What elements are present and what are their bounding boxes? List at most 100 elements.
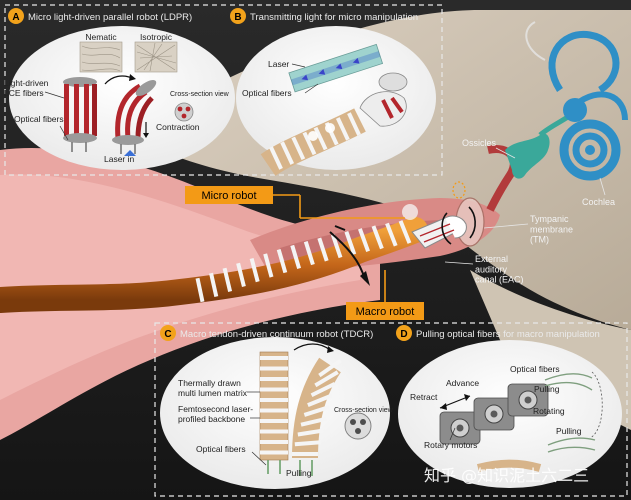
tube-fragment <box>476 459 542 472</box>
panel-b-title: Transmitting light for micro manipulatio… <box>250 12 418 23</box>
tube-band <box>303 241 315 266</box>
tube-band <box>260 450 288 455</box>
tip-rotation-arrow-2 <box>468 206 476 239</box>
panel-b-badge-text: B <box>234 12 241 23</box>
panel-d-badge <box>396 325 412 341</box>
panel-a-title: Micro light-driven parallel robot (LDPR) <box>28 12 192 23</box>
panel-c-badge-text: C <box>164 329 171 340</box>
rotating-label: Rotating <box>533 406 565 416</box>
panel-d: D Pulling optical fibers for macro manip… <box>396 325 622 488</box>
retract-label: Retract <box>410 392 438 402</box>
tube-band <box>294 440 321 447</box>
panel-b: B Transmitting light for micro manipulat… <box>230 8 436 176</box>
tube-band <box>276 249 288 274</box>
tube-band <box>303 405 330 417</box>
rotation-arrow-tail <box>334 225 346 231</box>
tube-band <box>269 146 283 170</box>
tube-band <box>385 222 398 247</box>
motor-hub <box>524 396 532 404</box>
panel-a-badge-text: A <box>12 12 19 23</box>
watermark: 知乎 @知识泥土六二三 <box>424 466 589 485</box>
tube-band <box>249 257 260 283</box>
c-optical-fibers-label: Optical fibers <box>196 444 246 454</box>
tube-band <box>313 126 328 151</box>
tube-band <box>310 381 336 398</box>
tube-band <box>344 231 357 255</box>
panel-d-title: Pulling optical fibers for macro manipul… <box>416 329 600 340</box>
tube-band <box>260 398 288 402</box>
tube-band <box>260 440 288 444</box>
cochlea-label: Cochlea <box>582 197 615 207</box>
d-pulling-label-2: Pulling <box>556 426 582 436</box>
b-optical-fibers-label: Optical fibers <box>242 88 292 98</box>
tube-band <box>280 141 295 165</box>
panel-c: C Macro tendon-driven continuum robot (T… <box>160 325 394 489</box>
motor-hub <box>456 424 464 432</box>
panel-a: A Micro light-driven parallel robot (LDP… <box>4 8 235 170</box>
rotary-motors-label: Rotary motors <box>424 440 477 450</box>
tip-rotation-arrow <box>441 212 452 245</box>
tube-band <box>260 429 288 434</box>
tube-band <box>222 267 233 292</box>
panel-a-badge <box>8 8 24 24</box>
inner-ear <box>525 21 628 181</box>
panel-c-title: Macro tendon-driven continuum robot (TDC… <box>180 329 373 340</box>
tube-band <box>236 262 246 288</box>
tube-band <box>318 358 342 378</box>
tube-band <box>358 228 370 253</box>
ossicles-shape <box>505 133 550 179</box>
d-pulling-label-1: Pulling <box>534 384 560 394</box>
c-cross-section-label: Cross-section view <box>334 407 394 414</box>
tube-band <box>371 225 384 250</box>
tube-band <box>317 237 329 262</box>
backbone-label: Femtosecond laser-profiled backbone <box>178 404 253 424</box>
tube-band <box>260 356 288 360</box>
macro-robot-callout: Macro robot <box>346 270 424 320</box>
tube-band <box>260 419 288 423</box>
macro-robot-label: Macro robot <box>356 306 415 318</box>
isotropic-label: Isotropic <box>140 32 173 42</box>
micro-robot-callout: Micro robot <box>185 186 405 219</box>
tube-band <box>195 277 205 303</box>
tube-band <box>260 377 288 381</box>
panel-b-bubble <box>236 26 436 170</box>
macro-robot <box>0 217 428 313</box>
middle-ear-cavity <box>486 145 518 212</box>
micro-robot <box>402 181 467 249</box>
tube-band <box>335 117 350 141</box>
panel-c-badge <box>160 325 176 341</box>
ossicles-label: Ossicles <box>462 138 497 148</box>
tube-band <box>260 408 288 413</box>
tube-band <box>297 428 324 437</box>
nematic-label: Nematic <box>85 32 117 42</box>
tube-band <box>290 244 302 270</box>
contraction-label: Contraction <box>156 122 200 132</box>
tube-band <box>292 452 318 456</box>
d-optical-fibers-label: Optical fibers <box>510 364 560 374</box>
tube-band <box>260 387 288 392</box>
b-laser-label: Laser <box>268 59 289 69</box>
micro-robot-label: Micro robot <box>201 190 256 202</box>
laser-in-label: Laser in <box>104 154 135 164</box>
panel-d-badge-text: D <box>400 329 407 340</box>
tube-band <box>260 366 288 371</box>
tube-band <box>314 370 339 388</box>
a-optical-fibers-label: Optical fibers <box>14 114 64 124</box>
tube-band <box>263 253 274 278</box>
rotation-arrow-head <box>360 271 370 286</box>
c-pulling-label: Pulling <box>286 468 312 478</box>
tube-band <box>291 136 306 161</box>
nematic-sample <box>79 41 123 73</box>
tube-band <box>302 131 317 156</box>
tube-band <box>398 220 412 244</box>
tube-band <box>307 393 333 407</box>
advance-label: Advance <box>446 378 479 388</box>
tube-band <box>209 272 219 298</box>
